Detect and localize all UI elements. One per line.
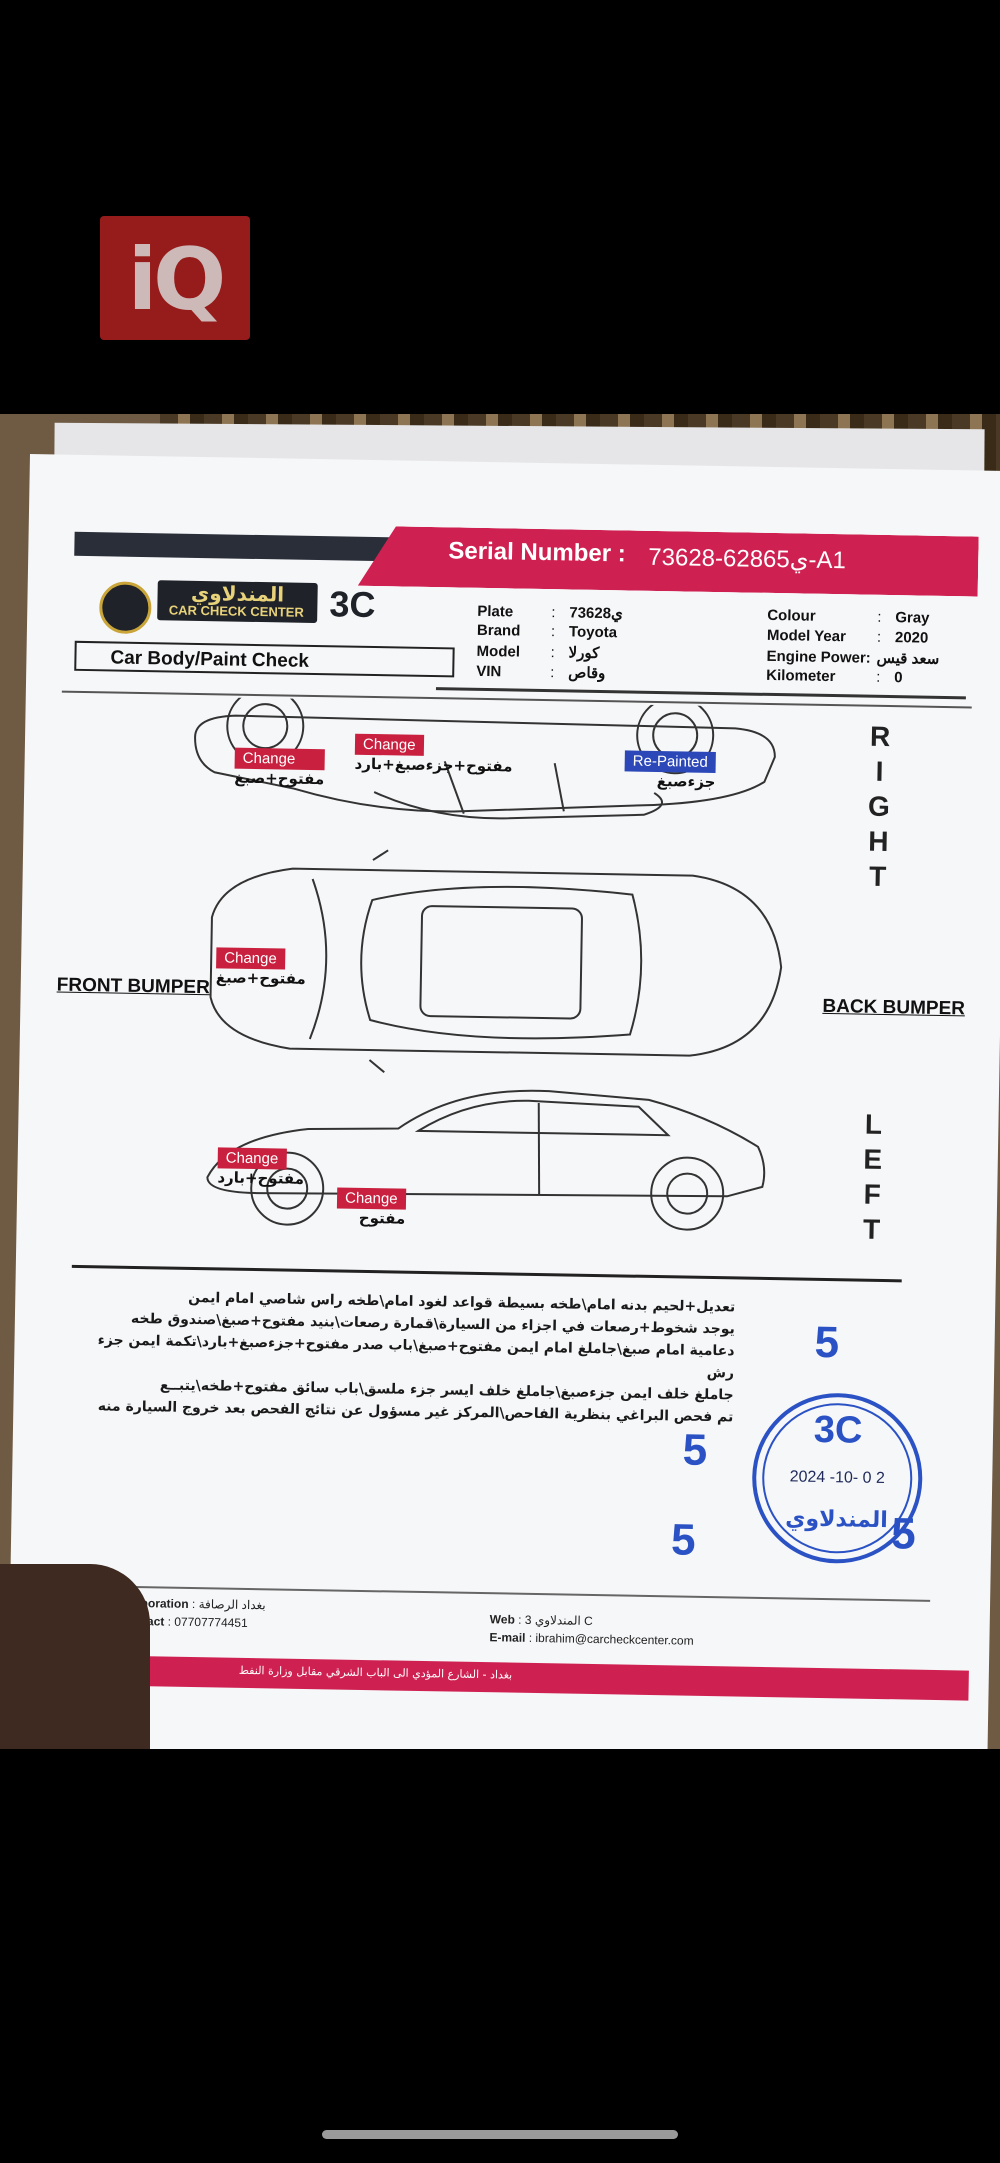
brand-value: Toyota	[568, 623, 618, 642]
car-left-view	[206, 1089, 766, 1231]
rating-stamp: 5	[670, 1515, 697, 1565]
serial-label: Serial Number :	[448, 537, 626, 568]
rating-stamp: 5	[814, 1317, 840, 1368]
engine-value: سعد قيس	[876, 649, 940, 668]
serial-value: ي62865-73628-A1	[648, 543, 847, 575]
year-value: 2020	[894, 629, 929, 647]
plate-value: ي73628	[569, 604, 623, 623]
logo-3c: 3C	[329, 583, 376, 626]
brand-row: Brand:Toyota	[476, 621, 618, 642]
inspection-report-sheet: Serial Number : ي62865-73628-A1 المندلاو…	[7, 454, 1000, 1749]
model-value: كورلا	[568, 644, 600, 662]
car-top-view	[209, 849, 783, 1074]
watermark-logo: iQ	[100, 216, 250, 340]
photo-area: Serial Number : ي62865-73628-A1 المندلاو…	[0, 414, 1000, 1749]
kilometer-row: Kilometer:0	[766, 666, 903, 687]
hand-holding-paper	[0, 1564, 150, 1749]
car-diagrams	[194, 696, 783, 1231]
plate-row: Plate:ي73628	[477, 602, 623, 623]
colour-value: Gray	[895, 609, 930, 627]
vin-row: VIN:وقاص	[476, 662, 606, 683]
footer-band	[68, 1654, 969, 1701]
kilometer-value: 0	[894, 669, 903, 687]
vehicle-info-right: Colour:Gray Model Year:2020 Engine Power…	[766, 607, 940, 690]
diagram-divider	[71, 1264, 902, 1283]
model-row: Model:كورلا	[476, 642, 600, 662]
back-bumper-label: BACK BUMPER	[822, 995, 966, 1020]
home-indicator[interactable]	[322, 2130, 678, 2139]
section-title: Car Body/Paint Check	[74, 640, 455, 678]
logo-english: CAR CHECK CENTER	[168, 602, 304, 620]
footer-web: Web : 3 المندلاوي C	[489, 1612, 593, 1628]
front-bumper-label: FRONT BUMPER	[56, 974, 210, 999]
vehicle-info-left: Plate:ي73628 Brand:Toyota Model:كورلا VI…	[476, 602, 623, 685]
vin-value: وقاص	[568, 664, 606, 683]
rating-stamp: 5	[682, 1425, 708, 1475]
footer-email: E-mail : ibrahim@carcheckcenter.com	[489, 1630, 694, 1648]
stamp-date: 2024 -10- 0 2	[789, 1468, 885, 1488]
company-emblem-icon	[98, 581, 152, 635]
inspection-comments: تعديل+لحيم بدنه امام\طخه بسيطة قواعد لغو…	[97, 1289, 736, 1426]
